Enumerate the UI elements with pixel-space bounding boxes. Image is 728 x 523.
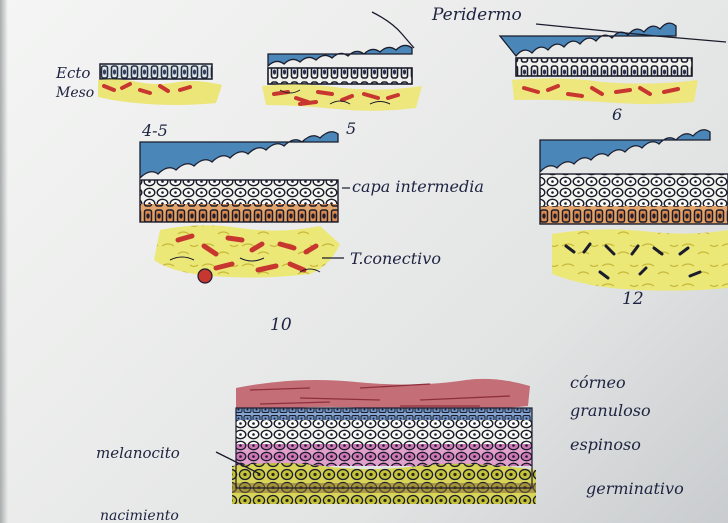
stage-label-10: 10 [270,315,292,335]
stratum-spinosum-lower [236,444,532,466]
stage-10-connective-tissue [154,225,340,277]
stage-4-5-ectoderm-cells [100,64,212,79]
stage-10-sketch [140,132,350,283]
stage-12-basal-layer [540,206,728,224]
stage-12-intermediate-layers [540,174,728,206]
stage-5-sketch [262,45,422,110]
stage-6-ectoderm-cells [516,58,692,76]
stage-10-periderm [140,132,338,178]
stage-5-ectoderm-cells [268,68,412,84]
label-espinoso: espinoso [570,435,641,454]
stage-12-periderm [540,130,710,172]
stage-12-sketch [540,130,728,291]
label-peridermo: Peridermo [431,5,522,25]
stage-label-5: 5 [346,119,356,138]
label-corneo: córneo [570,373,626,392]
peridermo-pointer-5 [372,12,414,48]
label-germinativo: germinativo [586,479,684,498]
stage-label-6: 6 [612,105,622,124]
stage-6-periderm [500,23,676,56]
stage-10-basal-layer [140,204,338,222]
stage-4-5-mesoderm [98,79,222,105]
stage-10-intermediate-layer [140,180,338,204]
stage-label-4-5: 4-5 [141,121,168,140]
label-capa-intermedia: capa intermedia [352,177,484,196]
stage-5-mesoderm [262,84,422,110]
stratum-spinosum-upper [236,420,532,444]
stage-4-5-sketch [98,64,222,105]
stage-10-blood-vessel [198,269,212,283]
label-t-conectivo: T.conectivo [350,249,441,268]
label-meso: Meso [55,85,94,101]
label-nacimiento: nacimiento [100,508,179,523]
stage-6-sketch [500,23,698,104]
stratum-granulosum [236,408,532,420]
stage-5-periderm [268,45,412,66]
stage-12-dermis [552,229,728,290]
label-melanocito: melanocito [96,444,180,462]
label-ecto: Ecto [55,64,90,82]
label-granuloso: granuloso [570,401,651,420]
stage-label-12: 12 [622,289,644,309]
